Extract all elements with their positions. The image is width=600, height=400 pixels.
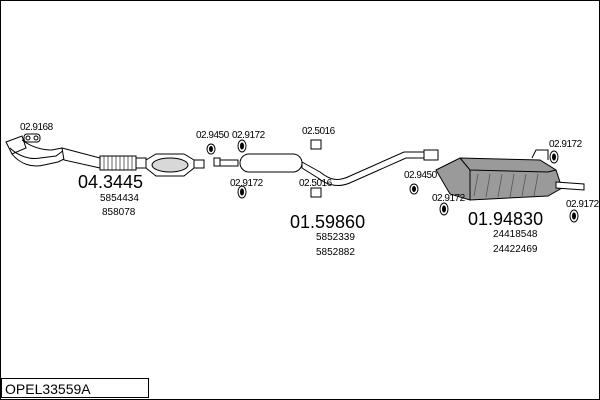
clamp-left-part xyxy=(23,133,41,143)
rear-silencer-assembly xyxy=(435,149,585,201)
rear-flange xyxy=(423,149,439,161)
group-rear-number: 01.94830 xyxy=(468,209,543,229)
front-pipe-assembly xyxy=(5,135,205,177)
footer-code-box: OPEL33559A xyxy=(1,378,149,398)
hanger-bottom-icon xyxy=(310,187,322,198)
group-rear-ref-1: 24418548 xyxy=(493,229,538,240)
label-ring-rear-left: 02.9450 xyxy=(404,170,438,181)
label-ring-rear-right: 02.9172 xyxy=(566,199,600,210)
down-pipe xyxy=(61,147,101,169)
group-front-ref-1: 5854434 xyxy=(100,193,139,204)
label-ring-b-top: 02.9172 xyxy=(232,130,266,141)
label-ring-b-bottom: 02.9172 xyxy=(230,178,264,189)
manifold-flange xyxy=(5,135,27,155)
group-rear-ref-2: 24422469 xyxy=(493,244,538,255)
rear-bracket xyxy=(531,149,549,160)
middle-pipe-assembly xyxy=(213,149,439,186)
label-hanger-bottom: 02.5016 xyxy=(299,178,333,189)
manifold-pipe-2 xyxy=(11,153,67,167)
footer-code: OPEL33559A xyxy=(5,381,91,397)
label-ring-a: 02.9450 xyxy=(196,130,230,141)
cat-outlet xyxy=(193,159,205,169)
label-clamp-left: 02.9168 xyxy=(20,122,54,133)
flex-joint-ribs xyxy=(103,156,133,170)
front-gasket xyxy=(213,157,221,167)
group-front-number: 04.3445 xyxy=(78,172,143,192)
flex-joint xyxy=(99,155,137,171)
mount-rings-middle xyxy=(206,139,322,199)
catalytic-converter-body xyxy=(151,157,189,173)
middle-silencer xyxy=(239,153,303,173)
group-middle-number: 01.59860 xyxy=(290,212,365,232)
manifold-pipe-1 xyxy=(9,147,65,159)
label-ring-rear-top: 02.9172 xyxy=(549,139,583,150)
mount-rings-rear xyxy=(409,150,579,223)
tailpipe xyxy=(555,181,585,191)
group-middle-ref-2: 5852882 xyxy=(316,247,355,258)
hanger-top-icon xyxy=(310,139,322,150)
group-middle-ref-1: 5852339 xyxy=(316,232,355,243)
group-front-ref-2: 858078 xyxy=(102,207,136,218)
label-hanger-top: 02.5016 xyxy=(302,126,336,137)
label-ring-rear-mid: 02.9172 xyxy=(432,193,466,204)
